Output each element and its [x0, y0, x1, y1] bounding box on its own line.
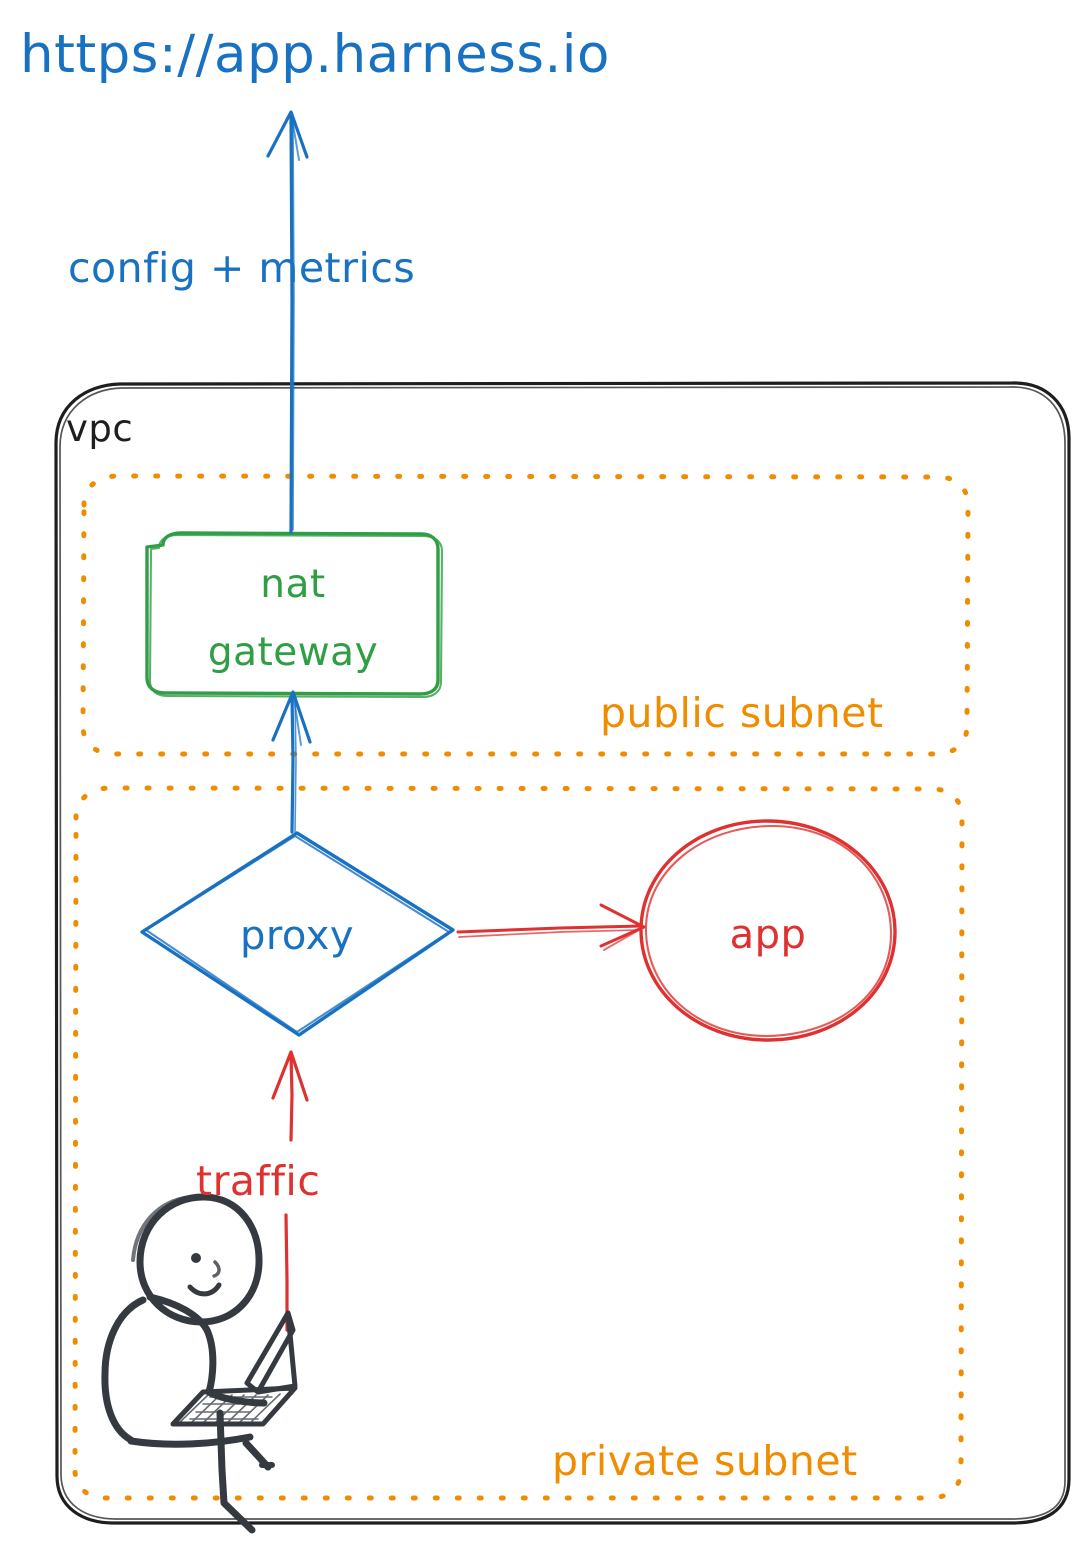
page-title-url: https://app.harness.io: [20, 24, 610, 85]
public-subnet-container: [80, 473, 971, 757]
nat-gateway-label-line2: gateway: [208, 630, 378, 675]
nat-gateway-label-line1: nat: [260, 562, 325, 607]
proxy-label: proxy: [240, 913, 354, 959]
vpc-label: vpc: [66, 407, 133, 450]
app-node[interactable]: [639, 819, 897, 1042]
private-subnet-label: private subnet: [552, 1437, 858, 1485]
arrow-up-nat-icon: [271, 690, 312, 834]
traffic-label: traffic: [196, 1157, 320, 1205]
public-subnet-label: public subnet: [600, 689, 884, 737]
vpc-container: [54, 381, 1071, 1525]
config-metrics-label: config + metrics: [68, 244, 415, 292]
arrow-right-app-icon: [456, 903, 646, 951]
person-with-laptop-icon: [101, 1193, 298, 1534]
proxy-node[interactable]: [140, 831, 455, 1037]
app-label: app: [730, 912, 807, 958]
nat-gateway-node[interactable]: [145, 531, 444, 699]
arrow-up-internet-icon: [266, 110, 309, 534]
